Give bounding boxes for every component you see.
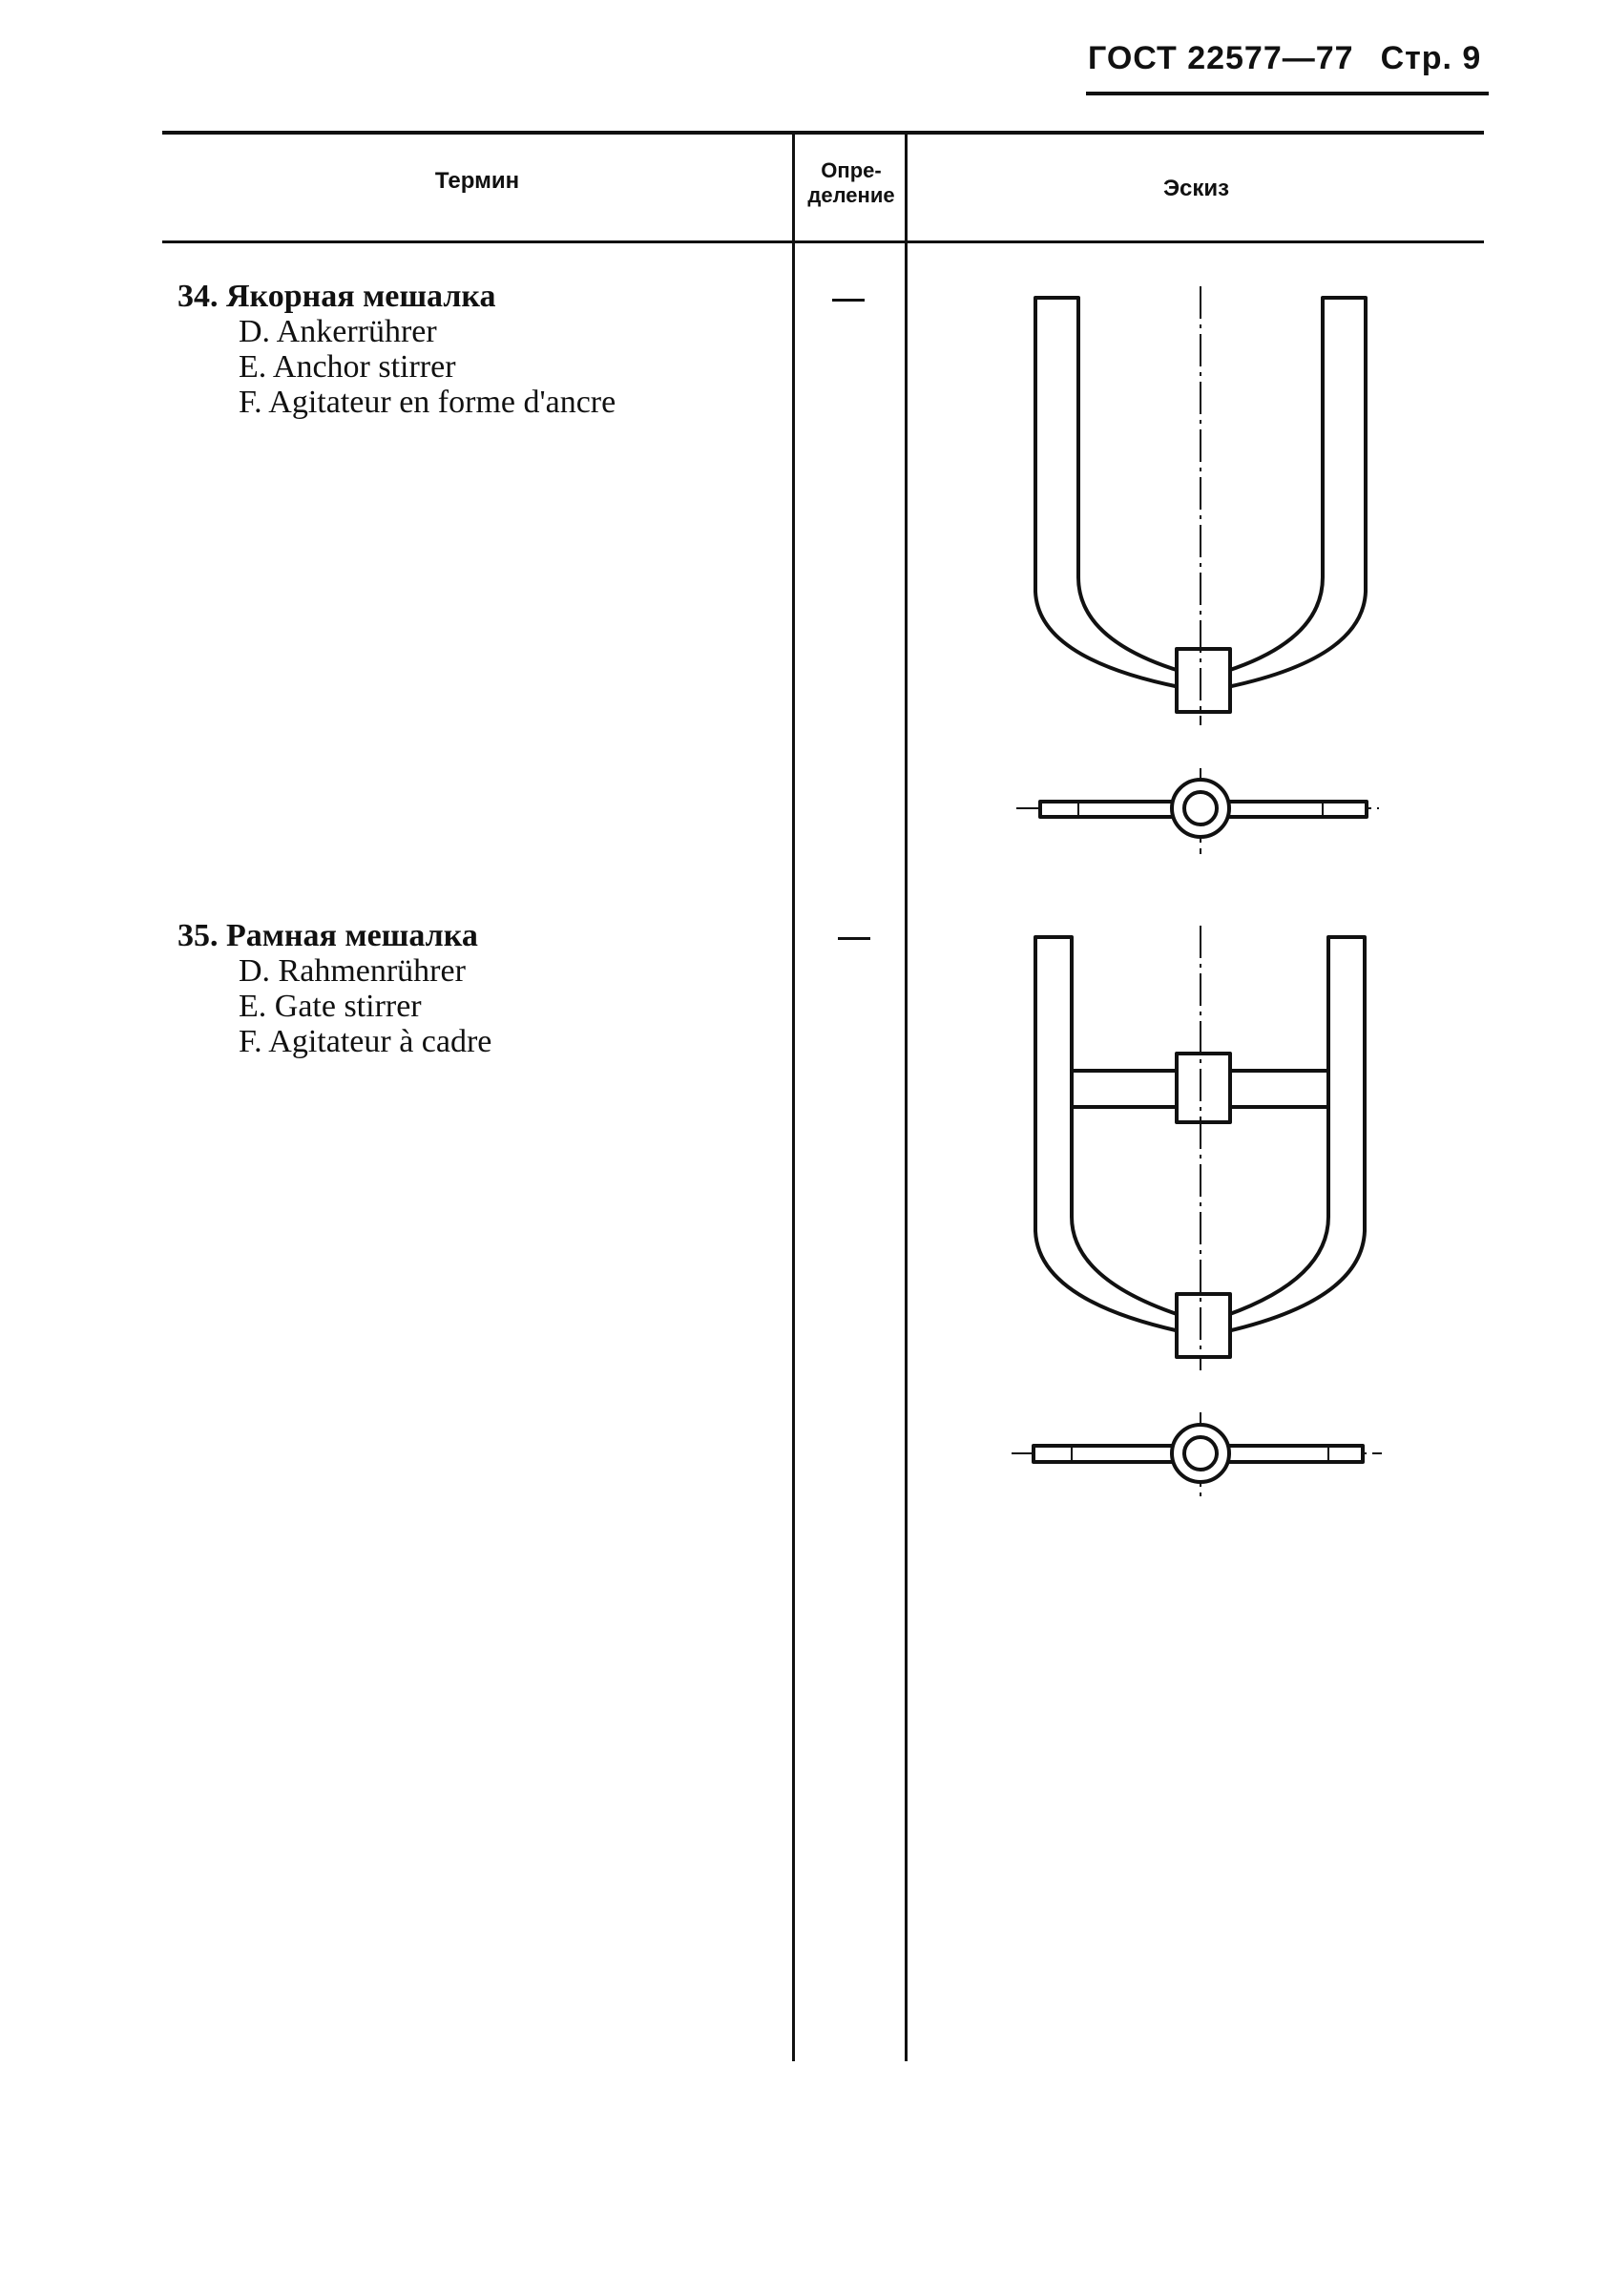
definition-dash-34 [832,299,865,302]
column-header-definition-line1: Опре- [821,158,882,182]
column-header-term: Термин [434,168,520,194]
table-top-rule [162,131,1484,135]
term-english: E. Anchor stirrer [239,349,456,385]
term-english: E. Gate stirrer [239,989,422,1024]
term-french: F. Agitateur en forme d'ancre [239,385,616,420]
header-underline [1086,92,1489,95]
page-number: Стр. 9 [1380,40,1482,76]
anchor-stirrer-top-view-icon [1016,768,1379,854]
column-divider-right [905,134,908,2061]
term-french: F. Agitateur à cadre [239,1024,492,1059]
term-name: 34. Якорная мешалка [178,279,496,314]
term-entry-35: 35. Рамная мешалка D. Rahmenrührer E. Ga… [178,918,491,1059]
table-header-rule [162,240,1484,243]
gate-stirrer-icon [1034,926,1367,1370]
column-divider-left [792,134,795,2061]
term-name: 35. Рамная мешалка [178,918,478,953]
definition-dash-35 [838,937,870,940]
term-entry-34: 34. Якорная мешалка D. Ankerrührer E. An… [178,279,616,420]
page-header: ГОСТ 22577—77 Стр. 9 [1088,40,1481,77]
column-header-definition-line2: деление [807,183,895,207]
column-header-sketch: Эскиз [1162,176,1230,201]
term-german: D. Rahmenrührer [239,953,466,989]
column-header-definition: Опре- деление [796,158,907,208]
anchor-stirrer-icon [1034,286,1368,725]
standard-number: ГОСТ 22577—77 [1088,40,1354,76]
gate-stirrer-top-view-icon [1012,1412,1382,1496]
term-german: D. Ankerrührer [239,314,437,349]
